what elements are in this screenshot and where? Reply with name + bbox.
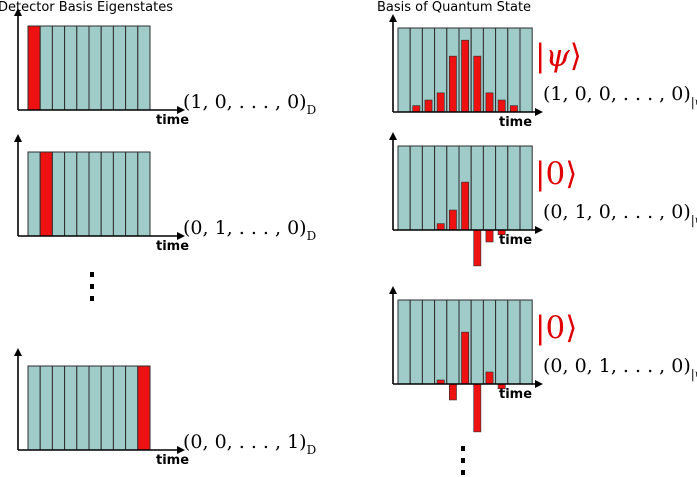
time-axis-label: time xyxy=(499,115,532,130)
state-slot xyxy=(446,299,460,385)
detector-panel-2: time(0, 1, . . . , 0)D xyxy=(14,134,316,254)
detector-slot xyxy=(137,25,151,111)
state-slot xyxy=(421,299,436,385)
time-axis-label: time xyxy=(156,239,189,254)
amplitude-bar-positive xyxy=(485,92,494,113)
detector-slot xyxy=(88,25,102,111)
detector-slot xyxy=(64,25,78,111)
detector-slot xyxy=(27,151,41,237)
detector-slot xyxy=(64,365,78,451)
vertical-ellipsis-right xyxy=(461,446,465,475)
basis-tuple-label: (1, 0, 0, . . . , 0)|ψ⟩ xyxy=(543,83,697,109)
quantum-panel-1: time |ψ⟩ (1, 0, 0, . . . , 0)|ψ⟩ xyxy=(389,14,697,130)
state-slot xyxy=(495,145,509,231)
amplitude-bar-positive xyxy=(461,181,469,231)
detector-slot-highlighted xyxy=(27,25,41,111)
amplitude-bar-positive xyxy=(448,55,457,113)
amplitude-bar-positive xyxy=(461,331,469,385)
state-slot xyxy=(519,27,533,113)
left-column-title: Detector Basis Eigenstates xyxy=(0,0,173,15)
quantum-panel-2: time |0⟩ (0, 1, 0, . . . , 0)|ψ⟩ xyxy=(389,132,697,267)
detector-slot xyxy=(76,151,90,237)
detector-slot xyxy=(51,25,66,111)
amplitude-bar-positive xyxy=(497,99,506,113)
detector-slot xyxy=(88,151,102,237)
state-slot xyxy=(421,27,436,113)
detector-slot-highlighted xyxy=(39,151,53,237)
state-slot xyxy=(495,299,509,385)
detector-slot xyxy=(100,25,114,111)
state-slot xyxy=(434,299,448,385)
state-slot xyxy=(507,27,521,113)
vertical-ellipsis-left xyxy=(90,272,94,301)
basis-tuple-label: (1, 0, . . . , 0)D xyxy=(183,91,316,117)
basis-tuple-label: (0, 0, . . . , 1)D xyxy=(183,431,316,457)
state-slot xyxy=(495,27,509,113)
state-slot xyxy=(397,27,411,113)
detector-panel-3: time(0, 0, . . . , 1)D xyxy=(14,348,316,468)
amplitude-bar-negative xyxy=(485,229,494,243)
detector-slot xyxy=(112,151,127,237)
detector-slot xyxy=(100,365,114,451)
basis-tuple-label: (0, 1, . . . , 0)D xyxy=(183,217,316,243)
state-slot xyxy=(470,145,484,231)
ket-label: |ψ⟩ xyxy=(535,38,582,74)
state-slot xyxy=(421,145,436,231)
state-slot xyxy=(409,299,423,385)
amplitude-bar-positive xyxy=(473,55,482,113)
amplitude-bar-negative xyxy=(473,229,482,267)
detector-slot xyxy=(125,25,139,111)
amplitude-bar-positive xyxy=(448,209,457,231)
amplitude-bar-positive xyxy=(412,105,421,113)
state-slot xyxy=(397,299,411,385)
amplitude-bar-positive xyxy=(461,39,469,113)
state-slot xyxy=(482,299,497,385)
amplitude-bar-positive xyxy=(436,223,445,231)
state-slot xyxy=(409,27,423,113)
state-slot xyxy=(434,145,448,231)
amplitude-bar-positive xyxy=(509,105,518,113)
state-slot xyxy=(507,299,521,385)
amplitude-bar-positive xyxy=(424,99,433,113)
detector-slot xyxy=(51,365,66,451)
state-slot xyxy=(482,145,497,231)
detector-slot xyxy=(88,365,102,451)
detector-slot xyxy=(76,25,90,111)
ket-label: |0⟩ xyxy=(535,310,577,346)
amplitude-bar-positive xyxy=(485,371,494,385)
detector-slot xyxy=(100,151,114,237)
amplitude-bar-negative xyxy=(473,383,482,433)
detector-slot xyxy=(39,25,53,111)
detector-slot xyxy=(125,365,139,451)
state-slot xyxy=(470,299,484,385)
detector-slot xyxy=(64,151,78,237)
detector-slot xyxy=(112,365,127,451)
detector-slot xyxy=(125,151,139,237)
basis-tuple-label: (0, 0, 1, . . . , 0)|ψ⟩ xyxy=(543,355,697,381)
time-axis-label: time xyxy=(156,453,189,468)
right-column-title: Basis of Quantum State xyxy=(377,0,531,15)
detector-slot-highlighted xyxy=(137,365,151,451)
state-slot xyxy=(507,145,521,231)
state-slot xyxy=(519,299,533,385)
time-axis-label: time xyxy=(156,113,189,128)
detector-panel-1: time(1, 0, . . . , 0)D xyxy=(14,8,316,128)
time-axis-label: time xyxy=(499,233,532,248)
detector-slot xyxy=(137,151,151,237)
state-slot xyxy=(409,145,423,231)
detector-slot xyxy=(51,151,66,237)
time-axis-label: time xyxy=(499,387,532,402)
detector-slot xyxy=(112,25,127,111)
basis-tuple-label: (0, 1, 0, . . . , 0)|ψ⟩ xyxy=(543,201,697,227)
detector-slot xyxy=(27,365,41,451)
amplitude-bar-positive xyxy=(436,92,445,113)
detector-slot xyxy=(76,365,90,451)
ket-label: |0⟩ xyxy=(535,156,577,192)
detector-slot xyxy=(39,365,53,451)
state-slot xyxy=(519,145,533,231)
amplitude-bar-negative xyxy=(448,383,457,401)
state-slot xyxy=(397,145,411,231)
quantum-panel-3: time |0⟩ (0, 0, 1, . . . , 0)|ψ⟩ xyxy=(389,286,697,433)
